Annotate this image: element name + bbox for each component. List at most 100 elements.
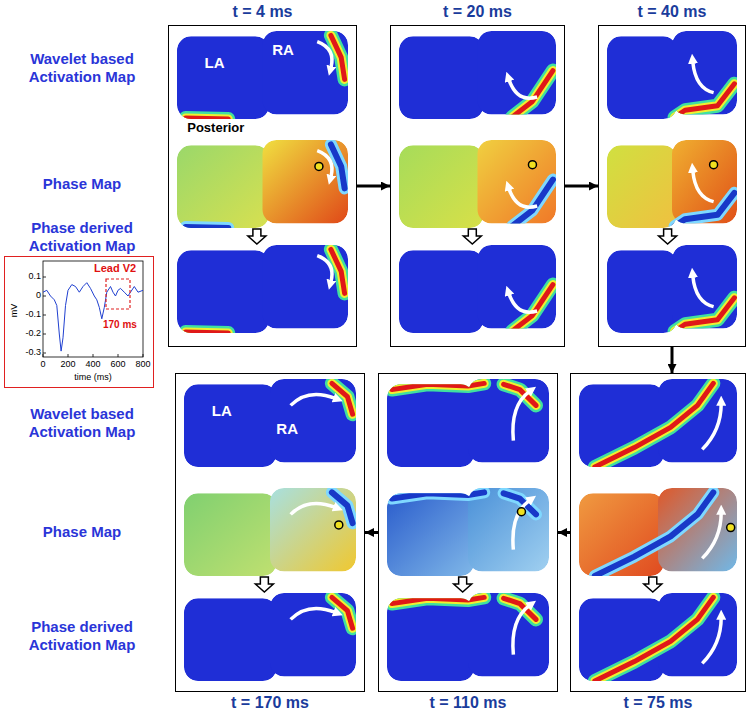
snapshot-panel: t = 170 msLARA bbox=[175, 373, 365, 692]
wavefront bbox=[595, 492, 714, 576]
left-atrium bbox=[607, 145, 677, 228]
snapshot-panel: t = 75 ms bbox=[570, 373, 746, 692]
tick bbox=[143, 354, 144, 357]
right-atrium bbox=[263, 31, 349, 115]
art-shape bbox=[177, 140, 348, 228]
tick bbox=[43, 354, 44, 357]
propagation-arrow bbox=[513, 500, 530, 549]
time-label: t = 170 ms bbox=[176, 694, 364, 712]
art-shape bbox=[399, 245, 556, 333]
left-atrium bbox=[177, 250, 269, 333]
art-shape bbox=[387, 593, 549, 681]
row-label: Phase derived Activation Map bbox=[2, 618, 162, 654]
wavefront bbox=[392, 597, 484, 603]
atria-maps bbox=[391, 26, 564, 346]
propagation-arrow bbox=[291, 503, 336, 514]
art-shape bbox=[184, 488, 356, 576]
axis-text: 600 bbox=[110, 359, 125, 370]
rotor-core bbox=[710, 161, 718, 169]
tick bbox=[43, 296, 46, 297]
down-arrow bbox=[463, 229, 481, 244]
down-arrow bbox=[454, 577, 472, 592]
tick bbox=[68, 354, 69, 357]
art-shape bbox=[177, 245, 348, 333]
tick bbox=[43, 353, 46, 354]
time-label: t = 110 ms bbox=[379, 694, 557, 712]
right-atrium bbox=[263, 140, 349, 224]
art-shape bbox=[579, 593, 737, 681]
left-atrium bbox=[177, 36, 269, 119]
axis-text: Lead V2 bbox=[93, 263, 137, 274]
tick bbox=[93, 354, 94, 357]
axis-text: 170 ms bbox=[103, 319, 137, 330]
rotor-core bbox=[517, 508, 525, 516]
axis-text: -0.3 bbox=[25, 347, 41, 358]
left-atrium bbox=[607, 36, 677, 119]
art-shape bbox=[607, 245, 737, 333]
flow-arrow bbox=[558, 531, 570, 534]
row-label: Phase derived Activation Map bbox=[2, 219, 162, 255]
snapshot-panel: t = 20 ms bbox=[390, 25, 565, 347]
tick bbox=[43, 334, 46, 335]
wavefront bbox=[186, 328, 229, 338]
chamber-label: LA bbox=[212, 401, 232, 418]
time-label: t = 20 ms bbox=[391, 3, 564, 21]
row-label: Wavelet based Activation Map bbox=[2, 50, 162, 86]
art-shape bbox=[387, 488, 549, 576]
rotor-core bbox=[528, 161, 536, 169]
flow-arrow bbox=[365, 531, 378, 534]
axis-text: 0.1 bbox=[28, 271, 41, 282]
right-atrium bbox=[270, 488, 356, 572]
art-shape bbox=[387, 379, 549, 467]
left-atrium bbox=[184, 384, 277, 467]
right-atrium bbox=[468, 379, 549, 463]
left-atrium bbox=[399, 250, 484, 333]
wavefront bbox=[392, 383, 484, 389]
wavefront bbox=[392, 597, 484, 603]
art-shape bbox=[607, 140, 737, 228]
art-shape bbox=[184, 379, 356, 467]
propagation-arrow bbox=[702, 513, 721, 559]
atria-maps bbox=[571, 374, 745, 691]
snapshot-panel: t = 110 ms bbox=[378, 373, 558, 692]
flow-arrow bbox=[671, 347, 674, 373]
axis-text: 0 bbox=[36, 290, 41, 301]
wavefront bbox=[392, 597, 484, 603]
wavefront bbox=[595, 492, 714, 576]
wavefront bbox=[392, 383, 484, 389]
axis-text: -0.2 bbox=[25, 328, 41, 339]
art-shape bbox=[177, 31, 348, 119]
propagation-arrow bbox=[291, 394, 336, 405]
wavefront bbox=[186, 325, 229, 340]
left-atrium bbox=[184, 493, 277, 576]
snapshot-panel: t = 40 ms bbox=[598, 25, 746, 347]
propagation-arrow bbox=[702, 404, 721, 450]
axis-text: 400 bbox=[85, 359, 100, 370]
propagation-arrow bbox=[693, 62, 714, 93]
propagation-arrow bbox=[693, 171, 714, 202]
art-shape bbox=[184, 593, 356, 681]
art-shape bbox=[579, 488, 737, 576]
wavefront bbox=[186, 221, 229, 234]
art-shape bbox=[607, 31, 737, 119]
flow-arrow bbox=[357, 185, 390, 188]
axis-text: time (ms) bbox=[74, 372, 112, 383]
propagation-arrow bbox=[513, 605, 530, 654]
wavefront bbox=[595, 383, 714, 467]
tick bbox=[43, 277, 46, 278]
flow-arrow bbox=[565, 185, 598, 188]
axis-text: mV bbox=[9, 300, 20, 322]
snapshot-panel: t = 4 msLARAPosterior bbox=[168, 25, 357, 347]
art-shape bbox=[579, 379, 737, 467]
propagation-arrow bbox=[702, 618, 721, 664]
time-label: t = 40 ms bbox=[599, 3, 745, 21]
left-atrium bbox=[177, 145, 269, 228]
wavefront bbox=[595, 597, 714, 681]
chamber-label: RA bbox=[276, 420, 298, 437]
wavefront bbox=[595, 383, 714, 467]
right-atrium bbox=[263, 245, 349, 329]
propagation-arrow bbox=[291, 608, 336, 619]
ecg-trace bbox=[43, 283, 143, 351]
wavefront bbox=[392, 492, 484, 498]
right-atrium bbox=[478, 140, 557, 224]
